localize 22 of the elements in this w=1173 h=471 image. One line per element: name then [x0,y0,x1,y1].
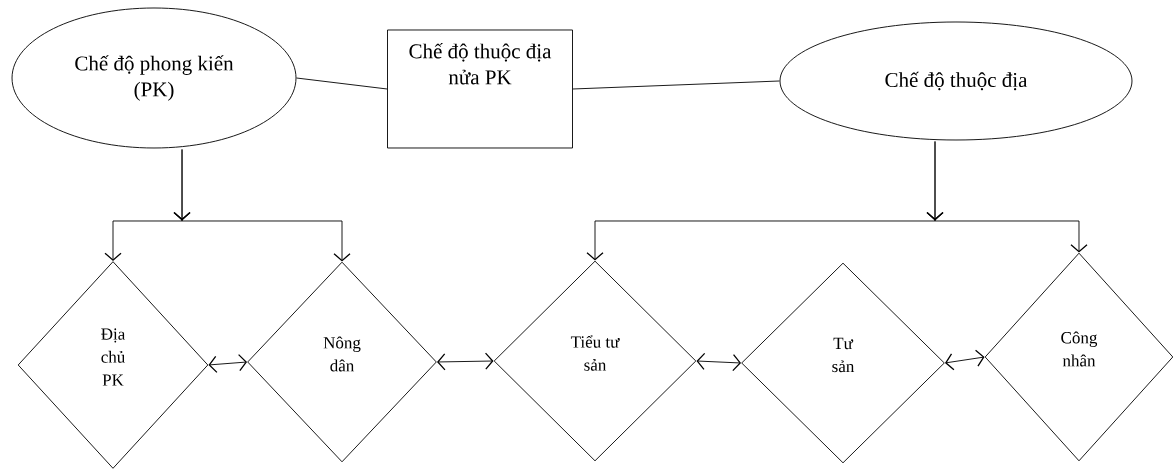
arrow [944,349,985,371]
node-text: Nông dân [323,336,361,372]
node-text: Địa chủ PK [101,328,126,386]
node-text: Chế độ phong kiến (PK) [75,55,234,101]
decision-diamond [17,261,209,469]
node-text: Chế độ thuộc địa nửa PK [409,43,552,85]
arrow [696,352,742,372]
ellipse-node [779,21,1133,141]
process-box [387,29,573,149]
decision-diamond [493,260,697,462]
decision-diamond [247,261,437,463]
node-text: Chế độ thuộc địa [885,71,1028,91]
ellipse-node [11,7,297,149]
arrow [926,141,1088,253]
arrow [436,352,494,371]
decision-diamond [984,252,1173,462]
node-text: Công nhân [1061,331,1098,367]
decision-diamond [741,262,945,464]
node-text: Tư sản [832,337,855,373]
arrow [173,149,351,262]
arrow [208,354,248,373]
node-text: Tiểu tư sản [570,335,620,371]
